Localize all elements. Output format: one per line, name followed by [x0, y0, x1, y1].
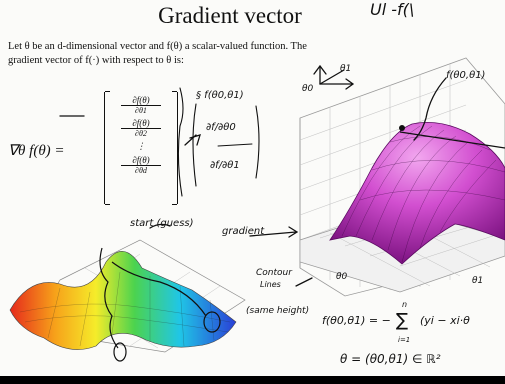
entry-2-numerator: ∂f(θ)	[121, 118, 161, 129]
f-theta-note-right: f(θ0,θ1)	[446, 70, 486, 81]
rainbow-surface-plot	[9, 239, 246, 362]
slide-graphics	[9, 57, 505, 362]
matrix-vdots: ⋮	[136, 141, 146, 151]
partial-theta1-note: ∂f/∂θ1	[210, 160, 240, 171]
sum-lower-limit: i=1	[398, 336, 411, 344]
sum-term-note: (yi − xi·θ	[420, 314, 470, 327]
matrix-entry-2: ∂f(θ) ∂θ2	[121, 118, 161, 138]
axis-theta0-note: θ0	[302, 84, 314, 94]
intro-text: Let θ be an d-dimensional vector and f(θ…	[8, 40, 505, 68]
intro-line-1: Let θ be an d-dimensional vector and f(θ…	[8, 41, 307, 52]
theta0-tag: θ0	[336, 272, 348, 282]
partial-theta0-note: ∂f/∂θ0	[206, 122, 236, 133]
entry-1-numerator: ∂f(θ)	[121, 95, 161, 106]
intro-line-2: gradient vector of f(·) with respect to …	[8, 55, 184, 66]
start-guess-note: start (guess)	[130, 218, 194, 229]
axis-theta1-note: θ1	[340, 64, 352, 74]
scribble-top: Ul -f(\	[370, 0, 415, 19]
sum-upper-limit: n	[402, 300, 408, 309]
loss-function-note: f(θ0,θ1) = −	[322, 314, 391, 327]
slide-title: Gradient vector	[158, 3, 302, 28]
contour-note: Contour	[256, 268, 292, 278]
theta1-tag: θ1	[472, 276, 484, 286]
gradient-note: gradient	[222, 226, 265, 237]
dome-surface-plot	[299, 57, 505, 297]
matrix-entry-1: ∂f(θ) ∂θ1	[121, 95, 161, 115]
lecture-slide: Gradient vector Let θ be an d-dimensiona…	[0, 0, 505, 376]
gradient-column-vector: ∂f(θ) ∂θ1 ∂f(θ) ∂θ2 ⋮ ∂f(θ) ∂θd	[104, 91, 178, 205]
f-theta-note-top: § f(θ0,θ1)	[196, 90, 244, 101]
theta-vector-note: θ = (θ0,θ1) ∈ ℝ²	[340, 352, 441, 366]
entry-1-denominator: ∂θ1	[135, 106, 147, 115]
entry-2-denominator: ∂θ2	[135, 129, 147, 138]
handwritten-ink	[59, 64, 447, 287]
sum-symbol: ∑	[396, 310, 409, 331]
gradient-symbol: ∇θ f(θ) =	[8, 143, 65, 159]
entry-d-numerator: ∂f(θ)	[121, 155, 161, 166]
same-height-note: (same height)	[246, 306, 310, 316]
entry-d-denominator: ∂θd	[135, 166, 147, 175]
lines-note: Lines	[260, 280, 281, 289]
matrix-entry-d: ∂f(θ) ∂θd	[121, 155, 161, 175]
